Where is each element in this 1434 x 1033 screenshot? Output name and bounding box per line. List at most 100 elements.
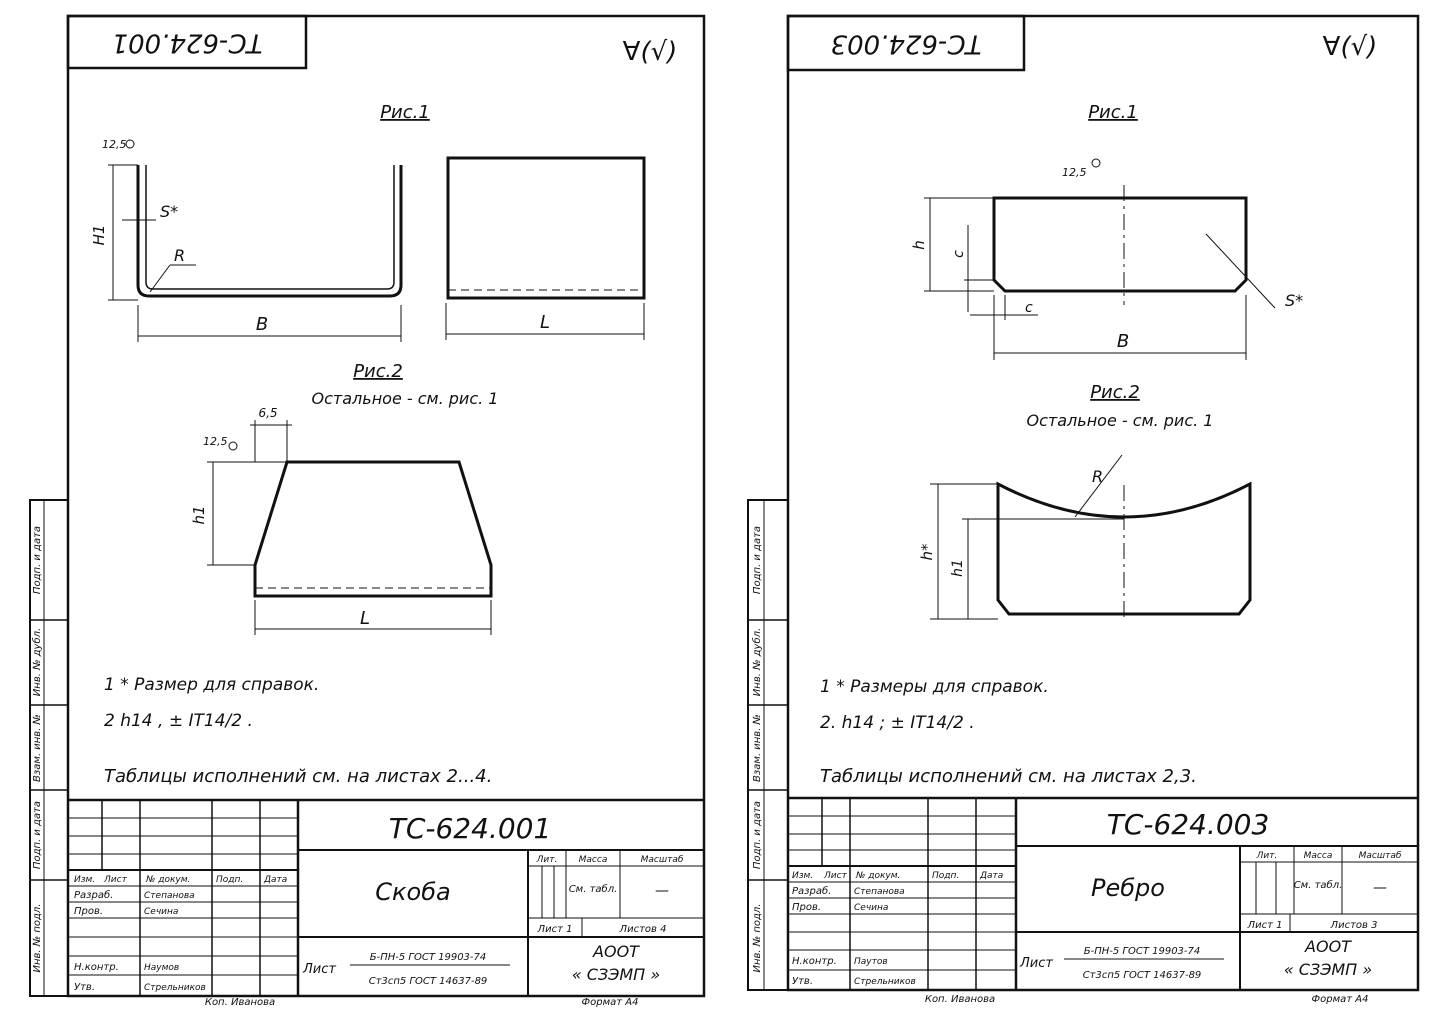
label-h1-fig2: h1 (190, 505, 208, 524)
person: Наумов (144, 963, 179, 973)
org-line-1: АООТ (1304, 937, 1352, 956)
fig2-title: Рис.2 (353, 361, 403, 382)
material-bottom: Ст3сп5 ГОСТ 14637-89 (1083, 970, 1202, 981)
title-block: ТС-624.003 Ребро Изм. Лист № докум. Подп… (788, 796, 1418, 1005)
role: Н.контр. (792, 956, 837, 967)
bracket-profile-inner (145, 165, 395, 290)
header-doc: № докум. (855, 871, 900, 881)
label-roughness-2: 12,5 (203, 435, 228, 448)
side-label: Подп. и дата (752, 526, 763, 594)
side-label: Подп. и дата (752, 801, 763, 869)
header-izm: Изм. (792, 871, 813, 881)
org-line-2: « СЗЭМП » (1284, 960, 1372, 979)
sheets-label: Листов 4 (619, 924, 667, 935)
label-c2: c (1025, 300, 1033, 316)
note-1: 1 * Размеры для справок. (820, 677, 1049, 697)
roughness-mark: ∀(√) (1323, 32, 1378, 62)
role: Разраб. (74, 889, 113, 901)
col-scale: Масштаб (1359, 851, 1402, 861)
copied-by: Коп. Иванова (205, 997, 275, 1008)
stamp-code: ТС-624.001 (112, 28, 263, 58)
fig2-subtitle: Остальное - см. рис. 1 (1027, 411, 1214, 430)
col-lit: Лит. (1256, 851, 1278, 861)
col-mass: Масса (1304, 851, 1333, 861)
label-top: 6,5 (258, 406, 277, 420)
person: Сечина (144, 907, 178, 917)
role: Н.контр. (74, 962, 119, 973)
role: Пров. (74, 906, 103, 917)
roughness-symbol-icon (1091, 158, 1101, 168)
side-label: Подп. и дата (32, 801, 43, 869)
org-line-1: АООТ (592, 942, 640, 961)
title-doc-code: ТС-624.003 (1107, 808, 1270, 841)
label-l-fig2: L (360, 608, 370, 629)
roughness-symbol-icon (125, 139, 135, 149)
label-h1: H1 (90, 225, 108, 246)
tables-note: Таблицы исполнений см. на листах 2...4. (104, 766, 492, 787)
sheet-right-svg: ТС-624.003 ∀(√) Рис.1 12,5 h c c B S* Ри… (747, 14, 1420, 1005)
copied-by: Коп. Иванова (925, 994, 995, 1005)
stamp-box (786, 14, 1026, 72)
org-line-2: « СЗЭМП » (572, 965, 660, 984)
note-2: 2 h14 , ± IT14/2 . (104, 711, 253, 731)
material-top: Б-ПН-5 ГОСТ 19903-74 (370, 952, 487, 963)
drawing-sheet-left: ТС-624.001 ∀(√) Рис.1 H1 12,5 S* R B L Р… (0, 0, 710, 1033)
fig1-title: Рис.1 (1088, 102, 1138, 123)
col-lit: Лит. (536, 855, 558, 865)
mass-value: См. табл. (1294, 879, 1343, 891)
stamp-code: ТС-624.003 (831, 29, 982, 59)
person: Степанова (144, 891, 195, 901)
side-label: Инв. № подл. (32, 904, 43, 973)
header-izm: Изм. (74, 875, 95, 885)
header-doc: № докум. (145, 875, 190, 885)
bracket-profile (136, 165, 403, 298)
rib-plate (992, 196, 1248, 293)
roughness-mark: ∀(√) (623, 37, 678, 67)
person: Сечина (854, 903, 888, 913)
label-r: R (174, 246, 185, 265)
label-roughness: 12,5 (102, 138, 127, 151)
label-s: S* (1285, 291, 1303, 310)
header-date: Дата (979, 871, 1003, 881)
role: Разраб. (792, 885, 831, 897)
leader-r (149, 264, 171, 293)
label-r: R (1092, 467, 1103, 486)
header-date: Дата (263, 875, 287, 885)
side-label: Взам. инв. № (752, 714, 763, 782)
label-b: B (1117, 331, 1129, 352)
leader-s (1205, 233, 1276, 309)
fig1-title: Рис.1 (380, 102, 430, 123)
note-2: 2. h14 ; ± IT14/2 . (820, 713, 975, 733)
label-roughness: 12,5 (1062, 166, 1087, 179)
roughness-symbol-icon (228, 441, 238, 451)
title-block: ТС-624.001 Скоба Изм. Лист № докум. Подп… (68, 798, 704, 1008)
header-sign: Подп. (932, 871, 959, 881)
label-s: S* (160, 202, 178, 221)
material-bottom: Ст3сп5 ГОСТ 14637-89 (369, 976, 488, 987)
material-top: Б-ПН-5 ГОСТ 19903-74 (1084, 946, 1201, 957)
person: Стрельников (854, 977, 916, 987)
title-doc-code: ТС-624.001 (389, 812, 552, 845)
side-strip (747, 499, 789, 991)
rib-saddle (996, 481, 1252, 616)
side-strip (29, 499, 69, 997)
col-mass: Масса (579, 855, 608, 865)
bracket-blank (253, 460, 493, 598)
role: Утв. (792, 976, 813, 987)
leader-r (1074, 454, 1123, 518)
side-label: Подп. и дата (32, 526, 43, 594)
side-label: Инв. № дубл. (751, 628, 763, 696)
side-view (446, 156, 646, 300)
format-label: Формат А4 (1312, 994, 1369, 1005)
label-h-star: h* (918, 543, 936, 561)
frame-border (786, 14, 1420, 992)
col-scale: Масштаб (641, 855, 684, 865)
header-list: Лист (823, 871, 848, 881)
title-name: Скоба (375, 878, 450, 906)
side-label: Взам. инв. № (32, 714, 43, 782)
sheet-left-svg: ТС-624.001 ∀(√) Рис.1 H1 12,5 S* R B L Р… (29, 14, 706, 1008)
sheet-label: Лист 1 (537, 924, 573, 935)
person: Паутов (854, 957, 888, 967)
sheet-label: Лист 1 (1247, 920, 1283, 931)
label-c: c (951, 250, 967, 258)
